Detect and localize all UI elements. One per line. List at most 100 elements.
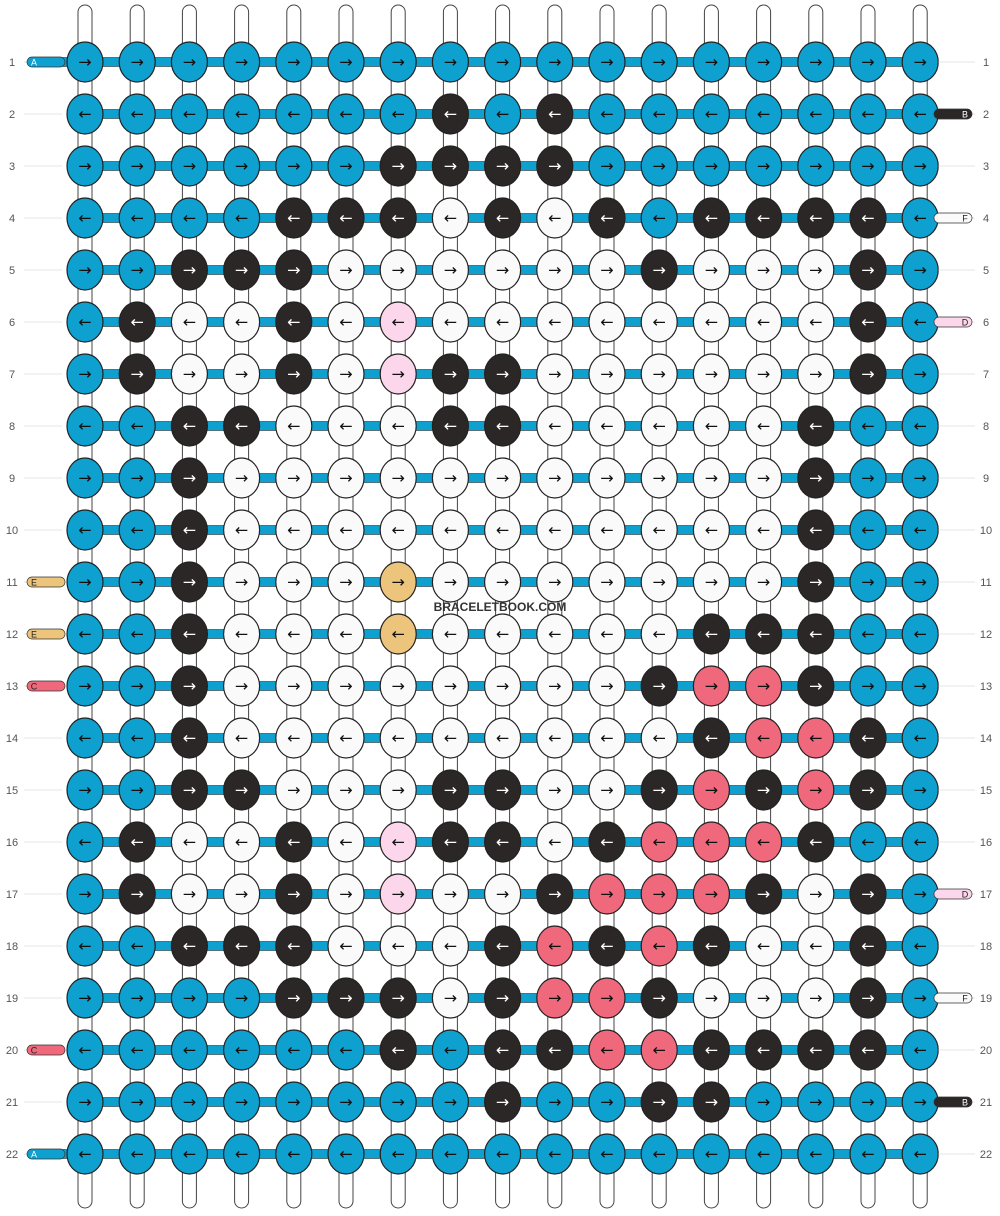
knot-bead — [536, 509, 574, 551]
knot-bead — [797, 1029, 835, 1071]
knot: → — [118, 561, 156, 603]
knot-bead — [588, 769, 626, 811]
arrow-left-icon: ← — [861, 1041, 874, 1060]
knot-bead — [327, 197, 365, 239]
knot: ← — [692, 717, 731, 759]
knot-bead — [640, 353, 678, 395]
knot: ← — [275, 821, 313, 863]
strand-label: B — [962, 1098, 968, 1108]
knot-bead — [223, 301, 261, 343]
knot: → — [797, 353, 835, 395]
knot-bead — [66, 197, 104, 239]
knot: → — [536, 145, 574, 187]
strand-end-right: B — [933, 108, 973, 120]
arrow-left-icon: ← — [496, 417, 509, 436]
knot: → — [484, 41, 522, 83]
knot: → — [275, 873, 313, 915]
knot: ← — [640, 821, 678, 863]
arrow-left-icon: ← — [861, 417, 874, 436]
arrow-right-icon: → — [548, 157, 561, 176]
arrow-right-icon: → — [183, 469, 196, 488]
arrow-right-icon: → — [130, 989, 143, 1008]
arrow-left-icon: ← — [339, 209, 352, 228]
arrow-left-icon: ← — [809, 833, 822, 852]
strand-tab — [26, 576, 66, 588]
arrow-left-icon: ← — [287, 937, 300, 956]
knot-bead — [744, 405, 783, 447]
arrow-left-icon: ← — [78, 625, 91, 644]
arrow-left-icon: ← — [235, 209, 248, 228]
knot-bead — [223, 93, 261, 135]
arrow-left-icon: ← — [757, 833, 770, 852]
arrow-right-icon: → — [339, 157, 352, 176]
knot: ← — [484, 1133, 522, 1175]
knot: → — [744, 353, 783, 395]
knot-bead — [275, 1081, 313, 1123]
knot-bead — [327, 1133, 365, 1175]
arrow-left-icon: ← — [130, 1041, 143, 1060]
knot: → — [797, 769, 835, 811]
knot: ← — [118, 925, 156, 967]
arrow-left-icon: ← — [548, 313, 561, 332]
arrow-right-icon: → — [444, 365, 457, 384]
arrow-right-icon: → — [705, 53, 718, 72]
arrow-left-icon: ← — [600, 209, 613, 228]
knot-bead — [797, 873, 835, 915]
knot: → — [901, 145, 939, 187]
knot: ← — [379, 1029, 417, 1071]
knot: ← — [327, 821, 365, 863]
arrow-right-icon: → — [183, 989, 196, 1008]
arrow-left-icon: ← — [444, 313, 457, 332]
knot: → — [692, 561, 731, 603]
knot-bead — [379, 1029, 417, 1071]
arrow-right-icon: → — [496, 781, 509, 800]
arrow-left-icon: ← — [391, 937, 404, 956]
knot: → — [379, 1081, 417, 1123]
knot: ← — [849, 301, 887, 343]
arrow-left-icon: ← — [705, 521, 718, 540]
arrow-left-icon: ← — [130, 729, 143, 748]
knot-bead — [275, 769, 313, 811]
arrow-left-icon: ← — [548, 417, 561, 436]
knot-bead — [170, 405, 208, 447]
knot: → — [744, 977, 783, 1019]
knot: → — [744, 1081, 783, 1123]
knot-bead — [797, 821, 835, 863]
knot: → — [797, 977, 835, 1019]
knot: ← — [275, 1133, 313, 1175]
knot-bead — [692, 249, 731, 291]
arrow-left-icon: ← — [757, 937, 770, 956]
arrow-right-icon: → — [287, 469, 300, 488]
knot-bead — [431, 93, 469, 135]
knot-bead — [692, 1029, 731, 1071]
knot: ← — [797, 717, 835, 759]
knot: → — [536, 769, 574, 811]
arrow-right-icon: → — [496, 989, 509, 1008]
knot: ← — [797, 1133, 835, 1175]
knot: ← — [588, 301, 626, 343]
knot-bead — [379, 301, 417, 343]
knot: → — [431, 1081, 469, 1123]
arrow-left-icon: ← — [652, 521, 665, 540]
knot-bead — [640, 457, 678, 499]
knot-bead — [223, 41, 261, 83]
knot: ← — [275, 717, 313, 759]
arrow-left-icon: ← — [913, 1145, 926, 1164]
knot: ← — [379, 717, 417, 759]
knot: → — [223, 665, 261, 707]
knot-bead — [849, 561, 887, 603]
arrow-right-icon: → — [757, 157, 770, 176]
knot: ← — [223, 509, 261, 551]
knot: → — [118, 1081, 156, 1123]
arrow-right-icon: → — [600, 573, 613, 592]
knot-bead — [275, 561, 313, 603]
arrow-right-icon: → — [809, 53, 822, 72]
strand-label: F — [962, 214, 968, 224]
knot: → — [170, 249, 208, 291]
arrow-left-icon: ← — [183, 937, 196, 956]
knot: → — [484, 145, 522, 187]
knot: → — [744, 145, 783, 187]
knot: ← — [744, 717, 783, 759]
knot-bead — [849, 301, 887, 343]
knot: ← — [536, 717, 574, 759]
